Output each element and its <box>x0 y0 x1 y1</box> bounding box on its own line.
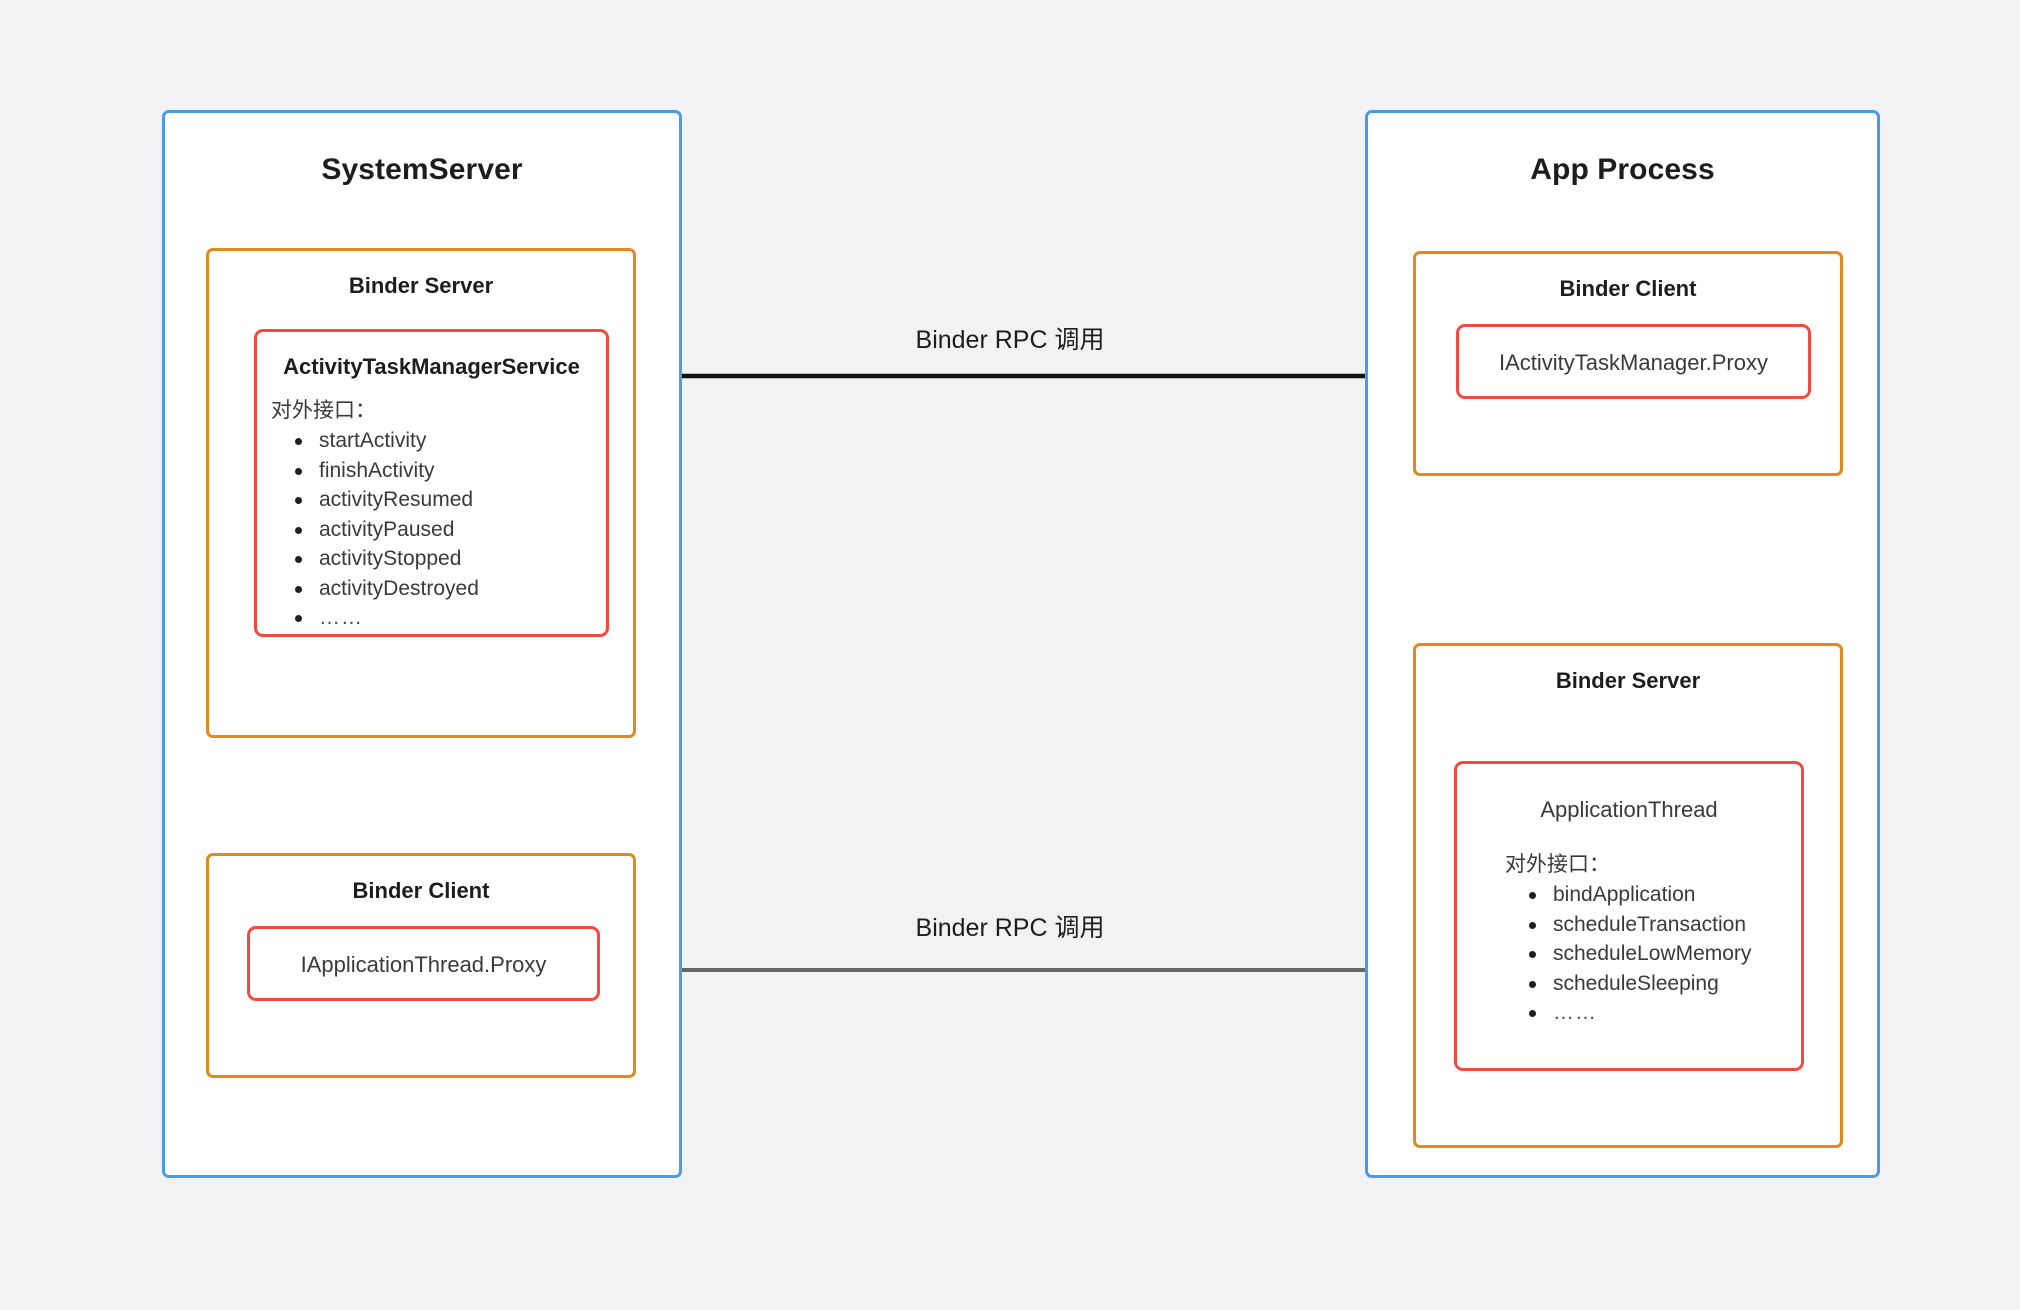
edge-label-app-to-system: Binder RPC 调用 <box>915 326 1105 354</box>
list-item: activityStopped <box>293 544 479 574</box>
role-title-binder-client: Binder Client <box>352 878 490 903</box>
process-title-system-server: SystemServer <box>321 153 523 186</box>
interfaces-label-application-thread: 对外接口： <box>1505 853 1610 876</box>
role-title-binder-server: Binder Server <box>348 273 494 298</box>
class-iapplicationthread-proxy[interactable]: IApplicationThread.Proxy <box>247 926 600 1001</box>
list-item: scheduleTransaction <box>1527 910 1751 940</box>
interfaces-label-atms: 对外接口： <box>271 399 376 422</box>
class-title-iapplicationthread-proxy: IApplicationThread.Proxy <box>300 952 547 977</box>
list-item: startActivity <box>293 426 479 456</box>
interfaces-list-application-thread: bindApplication scheduleTransaction sche… <box>1495 880 1751 1028</box>
class-title-application-thread: ApplicationThread <box>1540 797 1718 822</box>
list-item: activityPaused <box>293 515 479 545</box>
class-title-iactivitytaskmanager-proxy: IActivityTaskManager.Proxy <box>1499 350 1768 375</box>
interfaces-list-atms: startActivity finishActivity activityRes… <box>261 426 479 633</box>
list-item: scheduleSleeping <box>1527 969 1751 999</box>
process-system-server[interactable]: SystemServer Binder Server ActivityTaskM… <box>162 110 682 1178</box>
list-item: activityResumed <box>293 485 479 515</box>
list-item: …… <box>293 603 479 633</box>
list-item: scheduleLowMemory <box>1527 939 1751 969</box>
class-title-activity-task-manager-service: ActivityTaskManagerService <box>283 354 580 379</box>
list-item: finishActivity <box>293 456 479 486</box>
role-app-process-binder-client[interactable]: Binder Client IActivityTaskManager.Proxy <box>1413 251 1843 476</box>
list-item: activityDestroyed <box>293 574 479 604</box>
class-iactivitytaskmanager-proxy[interactable]: IActivityTaskManager.Proxy <box>1456 324 1811 399</box>
class-application-thread[interactable]: ApplicationThread 对外接口： bindApplication … <box>1454 761 1804 1071</box>
process-app-process[interactable]: App Process Binder Client IActivityTaskM… <box>1365 110 1880 1178</box>
class-activity-task-manager-service[interactable]: ActivityTaskManagerService 对外接口： startAc… <box>254 329 609 637</box>
process-title-app-process: App Process <box>1530 153 1715 186</box>
role-system-server-binder-client[interactable]: Binder Client IApplicationThread.Proxy <box>206 853 636 1078</box>
role-title-binder-server: Binder Server <box>1555 668 1701 693</box>
role-system-server-binder-server[interactable]: Binder Server ActivityTaskManagerService… <box>206 248 636 738</box>
list-item: bindApplication <box>1527 880 1751 910</box>
role-app-process-binder-server[interactable]: Binder Server ApplicationThread 对外接口： bi… <box>1413 643 1843 1148</box>
role-title-binder-client: Binder Client <box>1559 276 1697 301</box>
edge-label-system-to-app: Binder RPC 调用 <box>915 914 1105 942</box>
list-item: …… <box>1527 998 1751 1028</box>
